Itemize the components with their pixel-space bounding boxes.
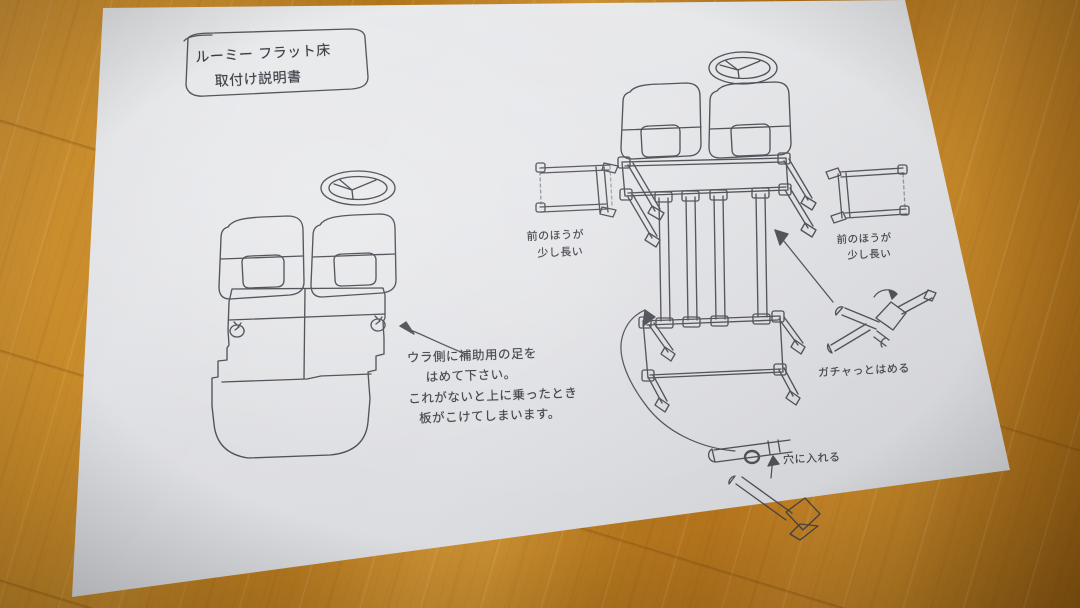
note-insert-hole-handwriting: 穴に入れる bbox=[782, 450, 841, 467]
note-main-line-3: これがないと上に乗ったとき bbox=[408, 384, 578, 406]
note-right-length-line-1: 前のほうが bbox=[836, 231, 892, 247]
note-right-length-handwriting: 前のほうが 少し長い bbox=[836, 231, 892, 265]
note-left-length-line-1: 前のほうが bbox=[526, 227, 585, 244]
note-main-line-1: ウラ側に補助用の足を bbox=[406, 345, 538, 365]
title-handwriting: ルーミー フラット床 取付け説明書 bbox=[195, 36, 377, 95]
note-main-handwriting: ウラ側に補助用の足を はめて下さい。 これがないと上に乗ったとき 板がこけてしま… bbox=[407, 342, 580, 429]
note-right-length-line-2: 少し長い bbox=[847, 247, 892, 262]
note-left-length-handwriting: 前のほうが 少し長い bbox=[526, 227, 585, 262]
note-left-length-line-2: 少し長い bbox=[537, 244, 584, 260]
note-main-line-2: はめて下さい。 bbox=[425, 366, 517, 385]
title-line-1: ルーミー フラット床 bbox=[195, 42, 332, 66]
